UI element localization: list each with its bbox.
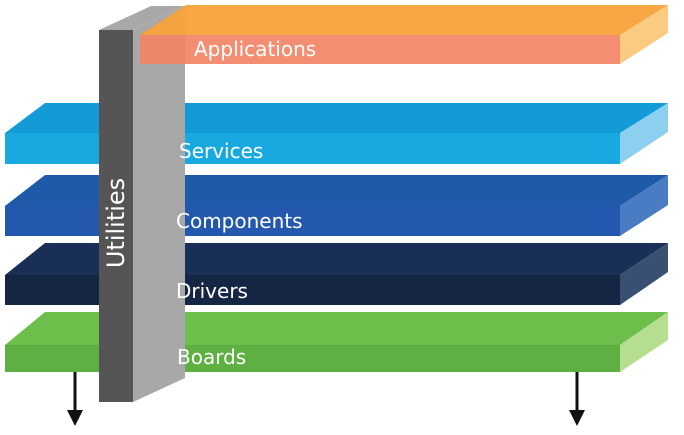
utilities-pillar: Utilities <box>99 6 185 402</box>
layer-drivers-label: Drivers <box>176 279 248 303</box>
layer-applications-side <box>620 5 668 64</box>
utilities-pillar-side <box>133 6 185 402</box>
down-arrow-left-icon <box>67 372 83 426</box>
layer-drivers-side <box>620 243 668 305</box>
layer-services-side <box>620 103 668 164</box>
down-arrow-right-icon <box>569 372 585 426</box>
layer-boards-side <box>620 312 668 372</box>
layer-components-label: Components <box>176 209 303 233</box>
layer-drivers-front <box>5 275 620 305</box>
layer-applications <box>140 5 668 64</box>
utilities-label: Utilities <box>102 178 130 268</box>
layer-applications-label: Applications <box>194 37 316 61</box>
layer-applications-front <box>140 35 620 64</box>
layer-applications-top <box>140 5 668 35</box>
layer-boards-front <box>5 345 620 372</box>
utilities-pillar-front <box>99 30 133 402</box>
layer-services-label: Services <box>179 139 263 163</box>
layer-services-front <box>5 133 620 164</box>
layer-components-side <box>620 175 668 236</box>
utilities-pillar-top <box>99 6 185 30</box>
layer-components-front <box>5 206 620 236</box>
layer-boards-label: Boards <box>177 345 246 369</box>
